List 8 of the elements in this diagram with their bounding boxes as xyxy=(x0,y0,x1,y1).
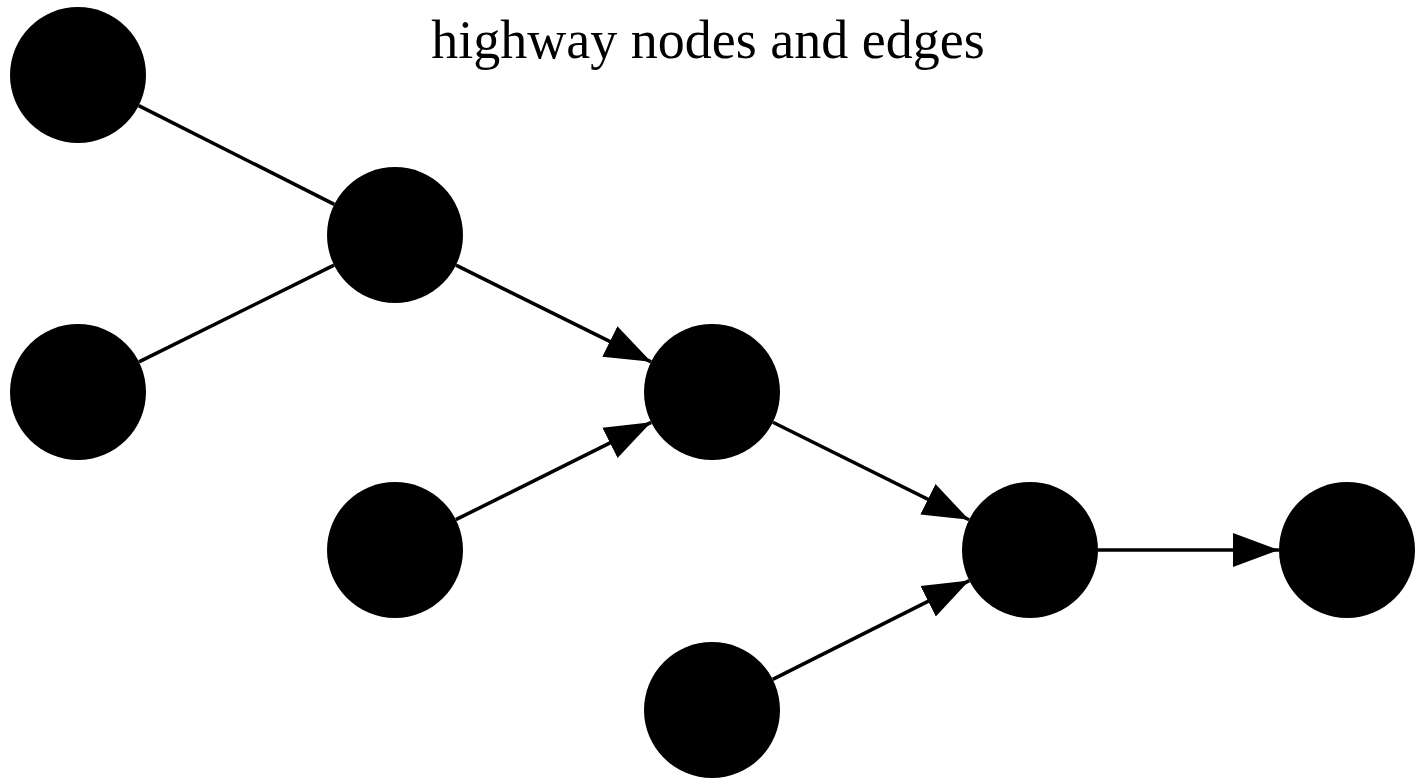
diagram-title: highway nodes and edges xyxy=(430,9,986,72)
connector-line xyxy=(771,579,971,681)
connector-line xyxy=(137,104,336,206)
connector-line xyxy=(772,420,970,522)
connector-line xyxy=(455,420,652,522)
connector-line xyxy=(455,263,652,364)
connector-line xyxy=(138,263,335,364)
connector-line xyxy=(1098,533,1279,567)
